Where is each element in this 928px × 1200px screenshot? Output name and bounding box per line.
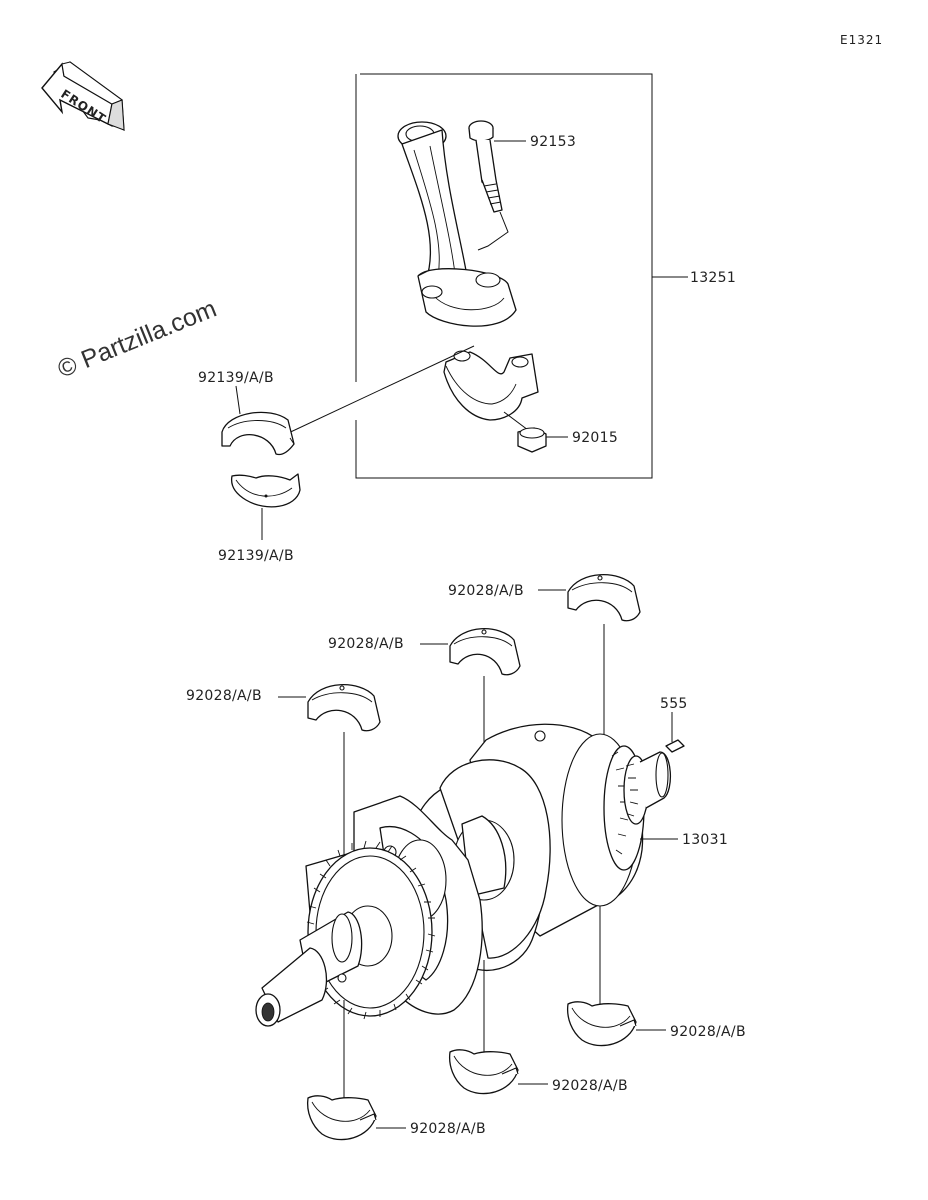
- main-bearing-upper-left: [307, 684, 381, 732]
- label-92015: 92015: [572, 430, 618, 446]
- main-bearing-upper-right: [567, 574, 641, 622]
- leader-92139-top: [235, 385, 241, 415]
- label-92139-bottom: 92139/A/B: [218, 548, 294, 564]
- conrod-bearing-lower: [230, 473, 301, 508]
- label-555: 555: [660, 696, 688, 712]
- label-92028-top-right: 92028/A/B: [448, 583, 524, 599]
- watermark: © Partzilla.com: [54, 294, 221, 383]
- label-92139-top: 92139/A/B: [198, 370, 274, 386]
- label-13031: 13031: [682, 832, 728, 848]
- crankshaft: 13031: [255, 723, 728, 1027]
- rod-nut: 92015: [517, 427, 618, 453]
- connecting-rod: [397, 121, 517, 327]
- label-92028-top-mid: 92028/A/B: [328, 636, 404, 652]
- output-gear: [603, 745, 671, 871]
- conrod-bearing-upper: [221, 411, 295, 456]
- label-92028-bot-right: 92028/A/B: [670, 1024, 746, 1040]
- label-92153: 92153: [530, 134, 576, 150]
- main-bearing-upper-mid: [449, 628, 521, 676]
- dowel-pin: 555: [660, 696, 688, 753]
- diagram-code: E1321: [840, 33, 883, 47]
- label-13251: 13251: [690, 270, 736, 286]
- front-arrow-icon: FRONT: [41, 61, 125, 132]
- label-92028-bot-mid: 92028/A/B: [552, 1078, 628, 1094]
- conrod-assembly-box: [355, 73, 688, 479]
- leader-conrod-bearing: [281, 345, 475, 437]
- rod-cap: [443, 350, 539, 431]
- label-92028-bot-left: 92028/A/B: [410, 1121, 486, 1137]
- main-bearing-lower-left: [306, 1095, 377, 1141]
- label-92028-top-left: 92028/A/B: [186, 688, 262, 704]
- main-bearing-lower-mid: [448, 1049, 519, 1095]
- main-bearing-lower-right: [566, 1001, 637, 1047]
- rod-bolt: 92153: [468, 120, 576, 251]
